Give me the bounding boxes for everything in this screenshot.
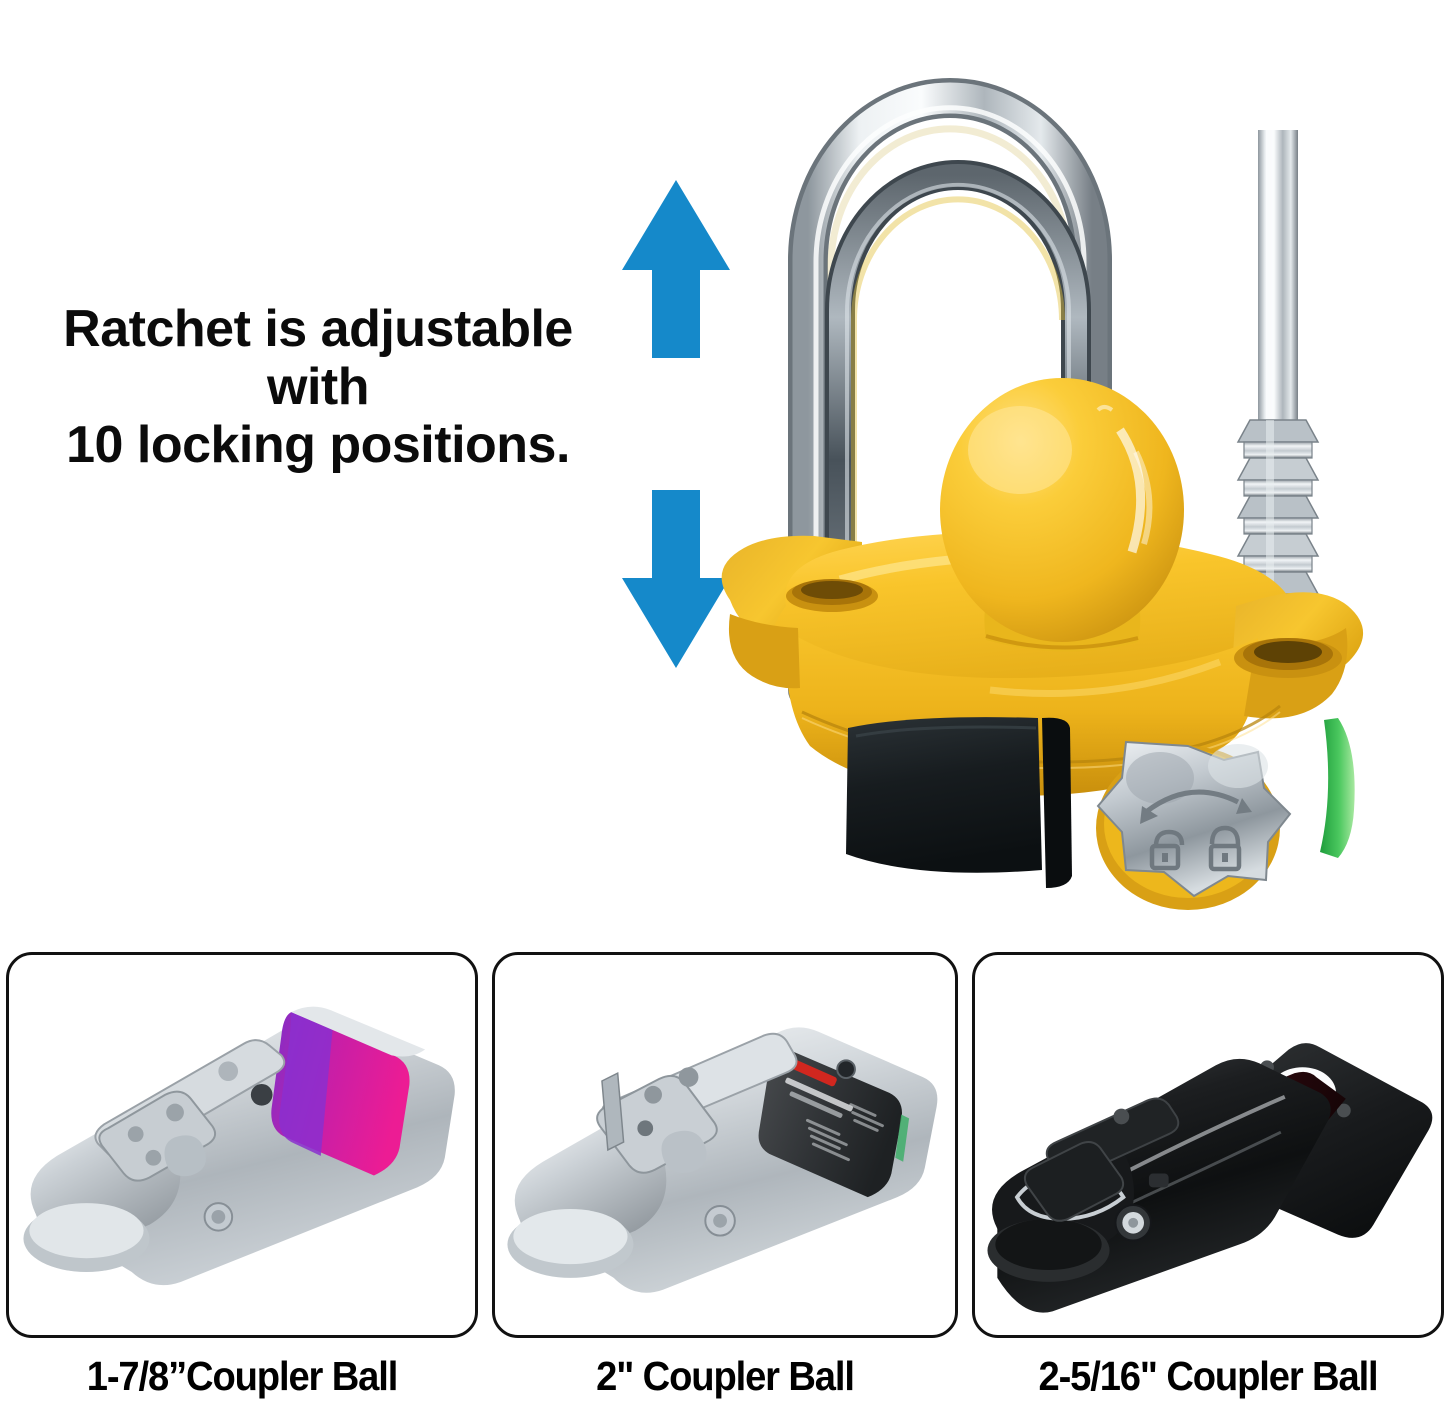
coupler-1-image xyxy=(23,1006,455,1286)
coupler-caption-2: 2" Coupler Ball xyxy=(596,1353,855,1399)
u-bolt-outer xyxy=(788,78,1112,720)
coupler-2-image xyxy=(507,1027,938,1293)
closed-padlock-icon xyxy=(1208,825,1242,872)
trailer-coupler-lock-image xyxy=(721,78,1364,910)
headline-line-2: with xyxy=(267,358,369,417)
open-padlock-icon xyxy=(1149,829,1185,871)
u-bolt-inner xyxy=(825,160,1091,665)
green-sticker xyxy=(1320,718,1355,858)
headline-line-3: 10 locking positions. xyxy=(66,416,570,475)
coupler-panel-1 xyxy=(6,952,478,1338)
up-arrow-icon xyxy=(622,180,730,358)
coupler-panel-3 xyxy=(972,952,1444,1338)
headline-line-1: Ratchet is adjustable xyxy=(63,300,573,358)
down-arrow-icon xyxy=(622,490,730,668)
rubber-pad xyxy=(846,717,1072,888)
u-bolt-sockets xyxy=(786,579,1342,678)
headline-text: Ratchet is adjustable with 10 locking po… xyxy=(18,300,618,475)
coupler-caption-3: 2-5/16" Coupler Ball xyxy=(1038,1353,1378,1399)
coupler-3-image xyxy=(987,1043,1433,1313)
coupler-panel-2 xyxy=(492,952,958,1338)
coupler-caption-1: 1-7/8”Coupler Ball xyxy=(86,1353,399,1399)
key-lock-knob xyxy=(1096,740,1292,910)
hitch-ball xyxy=(940,378,1184,652)
